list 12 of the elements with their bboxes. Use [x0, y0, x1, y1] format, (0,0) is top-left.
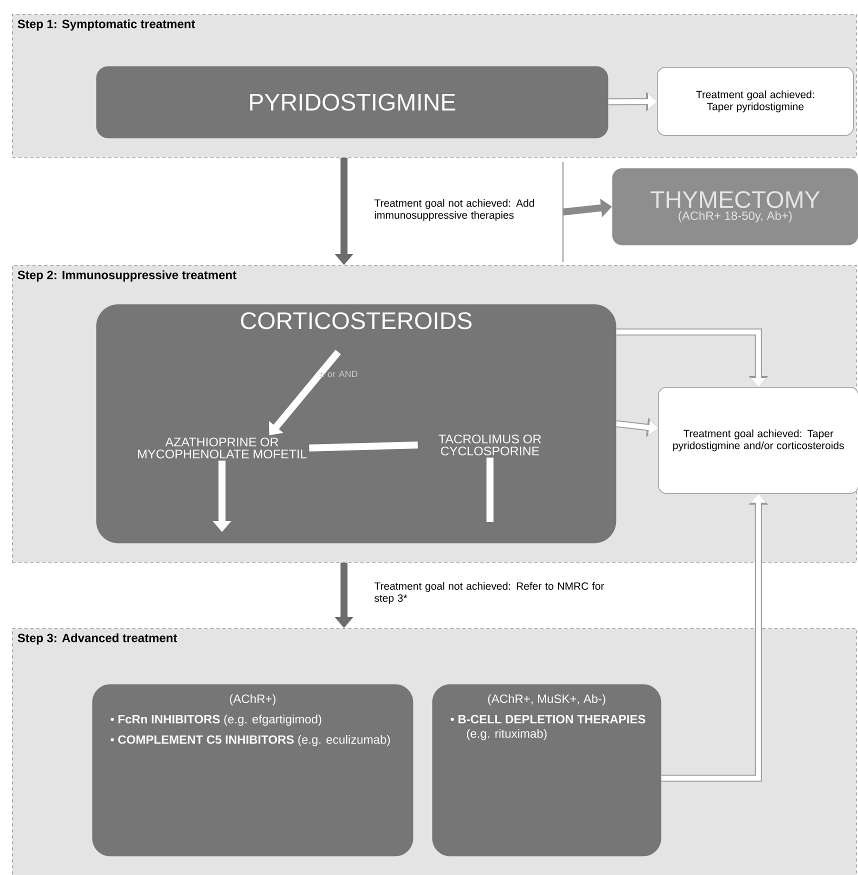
therapy-box: (AChR+) • FcRn INHIBITORS (e.g. efgartigimod) • COMPLEMENT C5 INHIBITORS (e.g. eculizumab) — [92, 684, 414, 856]
outcome-note: Treatment goal not achieved: Add immunosuppressive therapies — [374, 199, 534, 221]
drug-box: PYRIDOSTIGMINE — [96, 66, 608, 138]
outcome-box: Treatment goal achieved: Taper pyridostigmine and/or corticosteroids — [658, 387, 858, 494]
surgery-box: THYMECTOMY (AChR+ 18-50y, Ab+) — [612, 168, 858, 246]
outcome-box: Treatment goal achieved: Taper pyridostigmine — [657, 67, 854, 136]
drug-label: AZATHIOPRINE OR MYCOPHENOLATE MOFETIL — [138, 438, 306, 458]
arrow — [269, 350, 341, 436]
outcome-note: Treatment goal not achieved: Refer to NMRC for step 3* — [374, 582, 604, 604]
edge-label: ± or AND — [319, 370, 358, 378]
drug-label: TACROLIMUS OR CYCLOSPORINE — [438, 434, 541, 456]
therapy-box: (AChR+, MuSK+, Ab-) • B-CELL DEPLETION THERAPIES (e.g. rituximab) — [432, 684, 662, 856]
